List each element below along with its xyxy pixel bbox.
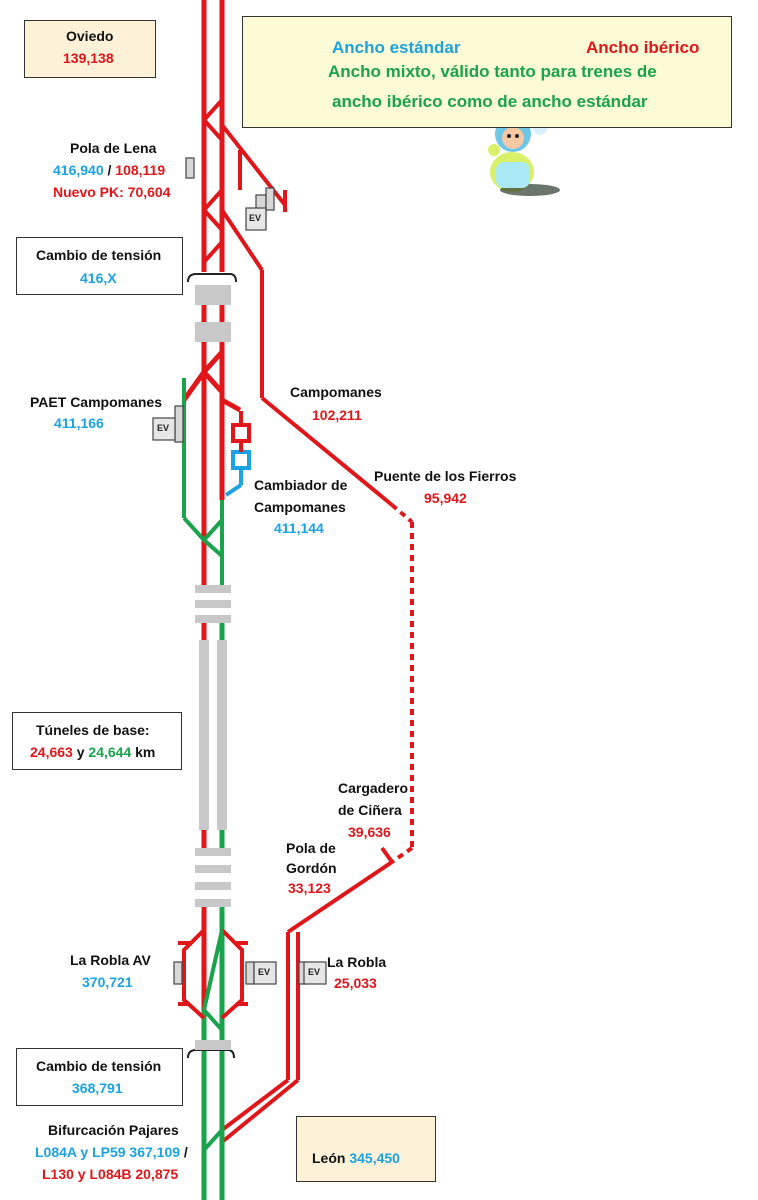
robla-av-pk: 370,721: [82, 974, 133, 990]
legend-iberian-label: Ancho ibérico: [586, 38, 700, 57]
leon-pk: 345,450: [349, 1150, 400, 1166]
cambiador-name-2: Campomanes: [254, 499, 346, 515]
puente-name: Puente de los Fierros: [374, 468, 517, 484]
pajares-sep: /: [183, 1144, 188, 1160]
leon-name: León: [312, 1150, 346, 1166]
tunnels-km-line: 24,663 y 24,644 km: [30, 742, 155, 762]
campomanes-name: Campomanes: [290, 384, 382, 400]
trunk-post-tunnel: [201, 830, 225, 848]
ev-label-paet: EV: [157, 423, 170, 433]
main-trunk-upper: [201, 0, 225, 272]
tension-change-1-bracket: [187, 273, 237, 283]
tension-change-2-title: Cambio de tensión: [36, 1058, 162, 1074]
pola-lena-pk-ib: 108,119: [115, 162, 166, 178]
legend-mixed-label-1: Ancho mixto, válido tanto para trenes de: [328, 62, 657, 81]
la-robla-av-loops: [178, 928, 248, 1032]
robla-name: La Robla: [327, 954, 387, 970]
ev-label-robla-av: EV: [258, 967, 271, 977]
puente-pk: 95,942: [424, 490, 467, 506]
base-tunnels: [199, 640, 227, 830]
legend-box: [242, 16, 732, 128]
cargadero-name-1: Cargadero: [338, 780, 409, 796]
tension-change-2-bracket: [187, 1049, 235, 1059]
tension-change-1-title: Cambio de tensión: [36, 247, 162, 263]
paet-siding: [182, 378, 224, 585]
tunnels-box: [12, 712, 182, 770]
tension-change-1-pk: 416,X: [80, 270, 117, 286]
pajares-line-a: L084A y LP59 367,109: [35, 1144, 181, 1160]
leon-box: [296, 1116, 436, 1182]
pajares-crossover: [202, 1128, 224, 1152]
cargadero-pk: 39,636: [348, 824, 391, 840]
legend-mixed-label-2: ancho ibérico como de ancho estándar: [332, 92, 648, 111]
pola-lena-junction: [202, 98, 287, 385]
ev-label-robla: EV: [308, 967, 321, 977]
tunnels-km-red: 24,663: [30, 744, 73, 760]
pola-lena-sep: /: [107, 162, 112, 178]
tension-change-2-box: [16, 1048, 183, 1106]
pajares-line-b: L130 y L084B 20,875: [42, 1166, 179, 1182]
ev-boxes: [152, 157, 327, 985]
pola-lena-nuevo-pk: Nuevo PK: 70,604: [53, 184, 171, 200]
robla-av-name: La Robla AV: [70, 952, 151, 968]
tunnels-title: Túneles de base:: [36, 722, 150, 738]
oviedo-box: [24, 20, 156, 78]
tunnels-unit: km: [135, 744, 156, 760]
gray-block-4: [195, 1040, 231, 1050]
pola-lena-name: Pola de Lena: [70, 140, 157, 156]
paet-pk: 411,166: [54, 415, 104, 431]
pola-lena-pk-line: 416,940 / 108,119: [53, 160, 165, 180]
pola-gordon-name-1: Pola de: [286, 840, 336, 856]
ev-label-pola-lena: EV: [249, 213, 262, 223]
mascot-figure-icon: [488, 116, 560, 196]
oviedo-name: Oviedo: [66, 28, 114, 44]
paet-name: PAET Campomanes: [30, 394, 162, 410]
robla-pk: 25,033: [334, 975, 377, 991]
cambiador-name-1: Cambiador de: [254, 477, 348, 493]
legend-standard-label: Ancho estándar: [332, 38, 461, 57]
gray-blocks-1: [195, 285, 231, 342]
pajares-name: Bifurcación Pajares: [48, 1122, 179, 1138]
gray-blocks-2: [195, 585, 231, 623]
gray-blocks-3: [195, 848, 231, 907]
tunnels-km-green: 24,644: [88, 744, 132, 760]
trunk-mid-red: [181, 305, 242, 585]
pola-gordon-pk: 33,123: [288, 880, 331, 896]
pajares-line-a-row: L084A y LP59 367,109 /: [35, 1142, 188, 1162]
cargadero-name-2: de Ciñera: [338, 802, 402, 818]
tunnels-and: y: [76, 744, 85, 760]
cambiador-gauge-changer: [224, 411, 251, 497]
cambiador-pk: 411,144: [274, 520, 324, 536]
tension-change-2-pk: 368,791: [72, 1080, 123, 1096]
campomanes-branch: [220, 385, 414, 1144]
oviedo-pk: 139,138: [63, 50, 114, 66]
pola-lena-pk-std: 416,940: [53, 162, 104, 178]
leon-line: León 345,450: [312, 1148, 400, 1168]
pola-gordon-name-2: Gordón: [286, 860, 337, 876]
campomanes-pk: 102,211: [312, 407, 362, 423]
tension-change-1-box: [16, 237, 183, 295]
